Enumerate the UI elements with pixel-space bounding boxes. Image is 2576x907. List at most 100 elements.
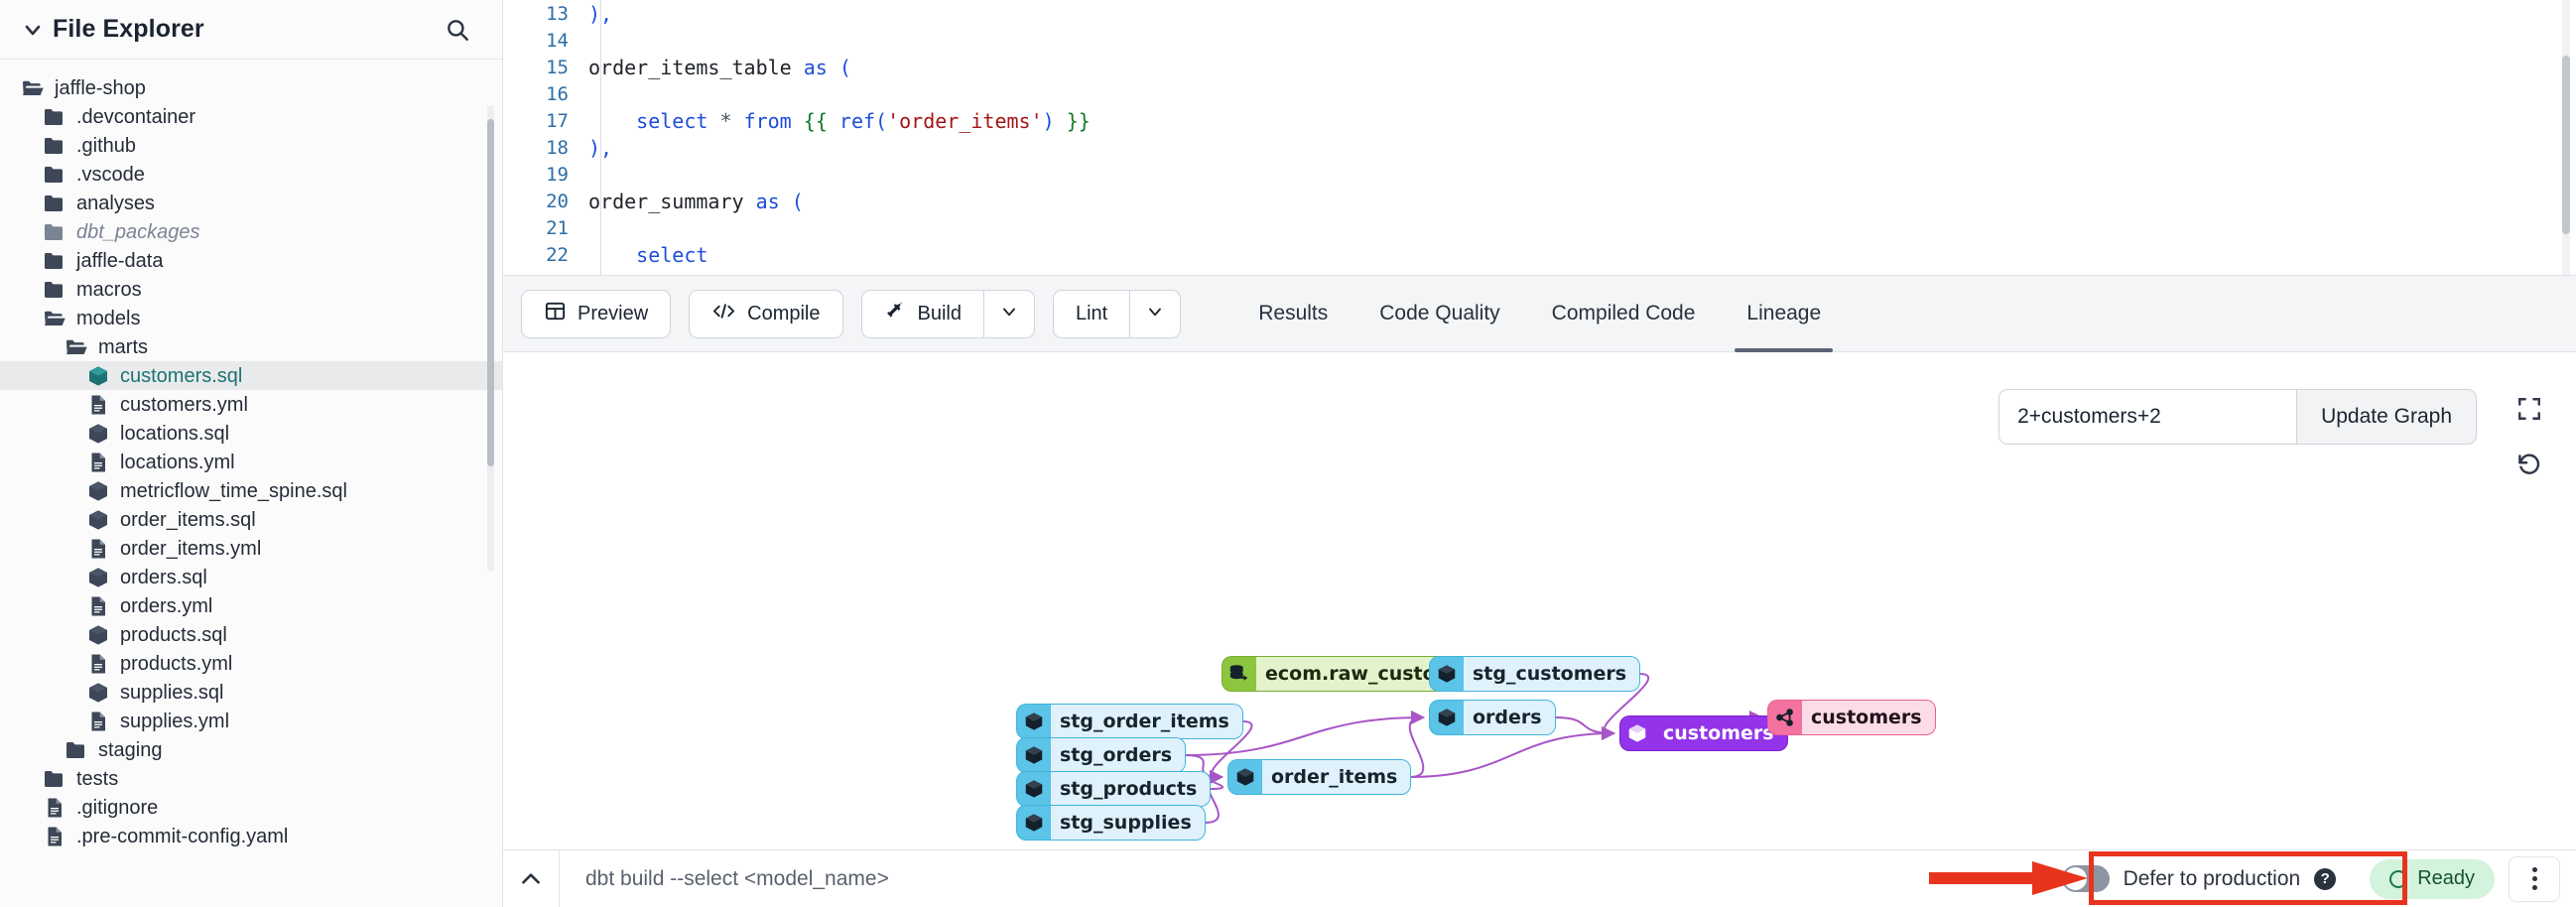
editor-scrollbar-thumb[interactable] xyxy=(2562,56,2570,234)
file-tree-item[interactable]: models xyxy=(0,304,502,332)
folder-icon xyxy=(64,334,89,360)
tab-label: Results xyxy=(1258,302,1329,324)
file-tree-item[interactable]: jaffle-data xyxy=(0,246,502,275)
lineage-node[interactable]: order_items xyxy=(1228,760,1411,794)
tab-code-quality[interactable]: Code Quality xyxy=(1353,275,1525,352)
file-tree-item[interactable]: tests xyxy=(0,764,502,793)
tab-label: Code Quality xyxy=(1379,302,1500,324)
lineage-node[interactable]: customers xyxy=(1768,701,1935,734)
file-tree-item[interactable]: .pre-commit-config.yaml xyxy=(0,822,502,850)
file-tree-item[interactable]: orders.sql xyxy=(0,563,502,591)
file-tree-item[interactable]: orders.yml xyxy=(0,591,502,620)
cube-icon xyxy=(85,363,111,389)
file-tree-item-label: .gitignore xyxy=(76,796,159,819)
file-tree-item[interactable]: customers.yml xyxy=(0,390,502,419)
compile-button[interactable]: Compile xyxy=(689,289,843,338)
more-vertical-icon[interactable] xyxy=(2509,855,2560,902)
lineage-node[interactable]: stg_order_items xyxy=(1017,705,1242,738)
file-tree-item-label: models xyxy=(76,307,141,329)
file-tree-item[interactable]: analyses xyxy=(0,189,502,217)
file-tree-item[interactable]: products.sql xyxy=(0,620,502,649)
code-line: 19 xyxy=(503,161,2576,188)
file-tree-item[interactable]: metricflow_time_spine.sql xyxy=(0,476,502,505)
file-tree-item[interactable]: locations.sql xyxy=(0,419,502,448)
file-tree-item[interactable]: .github xyxy=(0,131,502,160)
graph-icon-controls xyxy=(2512,392,2546,481)
file-tree-item[interactable]: jaffle-shop xyxy=(0,73,502,102)
table-icon xyxy=(544,300,567,328)
file-icon xyxy=(85,536,111,562)
lineage-node[interactable]: stg_customers xyxy=(1430,657,1640,691)
lineage-node-label: customers xyxy=(1802,701,1935,734)
defer-to-production-control[interactable]: Defer to production ? xyxy=(2042,857,2357,901)
file-tree-item[interactable]: .devcontainer xyxy=(0,102,502,131)
file-tree-item-label: supplies.sql xyxy=(120,681,224,704)
file-tree-item-label: dbt_packages xyxy=(76,220,200,243)
file-tree-item-label: locations.yml xyxy=(120,451,235,473)
file-tree-item[interactable]: order_items.yml xyxy=(0,534,502,563)
tab-results[interactable]: Results xyxy=(1232,275,1353,352)
lineage-node[interactable]: stg_supplies xyxy=(1017,806,1205,840)
file-tree-item[interactable]: dbt_packages xyxy=(0,217,502,246)
defer-label: Defer to production xyxy=(2123,866,2301,890)
lint-dropdown-toggle[interactable] xyxy=(1129,289,1182,338)
file-tree-scrollbar-thumb[interactable] xyxy=(487,119,494,466)
file-tree-item[interactable]: staging xyxy=(0,735,502,764)
lineage-node[interactable]: orders xyxy=(1430,701,1555,734)
tab-compiled-code[interactable]: Compiled Code xyxy=(1526,275,1722,352)
code-text: order_items_table as ( xyxy=(588,55,851,79)
folder-icon xyxy=(42,191,67,216)
build-button[interactable]: Build xyxy=(860,289,983,338)
file-tree-item[interactable]: locations.yml xyxy=(0,448,502,476)
lineage-node[interactable]: customers xyxy=(1620,716,1787,750)
file-tree-item[interactable]: macros xyxy=(0,275,502,304)
cube-icon xyxy=(1430,657,1464,691)
update-graph-button[interactable]: Update Graph xyxy=(2296,389,2477,445)
file-tree-item[interactable]: .vscode xyxy=(0,160,502,189)
file-tree[interactable]: jaffle-shop.devcontainer.github.vscode an… xyxy=(0,60,502,907)
file-tree-item-label: marts xyxy=(98,335,148,358)
file-tree-item[interactable]: supplies.yml xyxy=(0,707,502,735)
file-tree-item[interactable]: customers.sql xyxy=(0,361,502,390)
lineage-node-label: order_items xyxy=(1262,760,1411,794)
reset-icon[interactable] xyxy=(2512,448,2546,481)
folder-icon xyxy=(20,75,46,101)
file-tree-item[interactable]: order_items.sql xyxy=(0,505,502,534)
file-tree-item[interactable]: products.yml xyxy=(0,649,502,678)
search-icon[interactable] xyxy=(441,13,474,47)
file-explorer-sidebar: File Explorer jaffle-shop.devcontainer.g… xyxy=(0,0,503,907)
file-tree-item-label: products.sql xyxy=(120,623,227,646)
status-badge: Ready xyxy=(2370,858,2495,899)
lint-button[interactable]: Lint xyxy=(1052,289,1130,338)
file-tree-item-label: analyses xyxy=(76,192,155,214)
file-tree-item[interactable]: .gitignore xyxy=(0,793,502,822)
file-icon xyxy=(42,795,67,821)
tab-lineage[interactable]: Lineage xyxy=(1721,275,1847,352)
file-tree-item-label: staging xyxy=(98,738,163,761)
file-tree-item-label: order_items.yml xyxy=(120,537,262,560)
cube-icon xyxy=(1017,705,1051,738)
build-dropdown-toggle[interactable] xyxy=(982,289,1035,338)
chevron-up-icon[interactable] xyxy=(503,850,559,907)
command-bar[interactable]: dbt build --select <model_name> xyxy=(559,849,2042,907)
file-tree-item[interactable]: supplies.sql xyxy=(0,678,502,707)
preview-button[interactable]: Preview xyxy=(521,289,672,338)
file-tree-item-label: order_items.sql xyxy=(120,508,256,531)
file-icon xyxy=(85,450,111,475)
lineage-node[interactable]: stg_orders xyxy=(1017,738,1186,772)
status-ring-icon xyxy=(2389,869,2408,888)
graph-selector-input[interactable] xyxy=(1998,389,2297,445)
chevron-down-icon[interactable] xyxy=(18,15,48,45)
help-icon[interactable]: ? xyxy=(2314,867,2337,890)
lint-button-group: Lint xyxy=(1052,289,1182,338)
lineage-node[interactable]: stg_products xyxy=(1017,772,1211,806)
build-label: Build xyxy=(917,302,962,324)
cube-icon xyxy=(1017,772,1051,806)
lineage-node-label: stg_supplies xyxy=(1051,806,1205,840)
fullscreen-icon[interactable] xyxy=(2512,392,2546,426)
file-tree-item[interactable]: marts xyxy=(0,332,502,361)
